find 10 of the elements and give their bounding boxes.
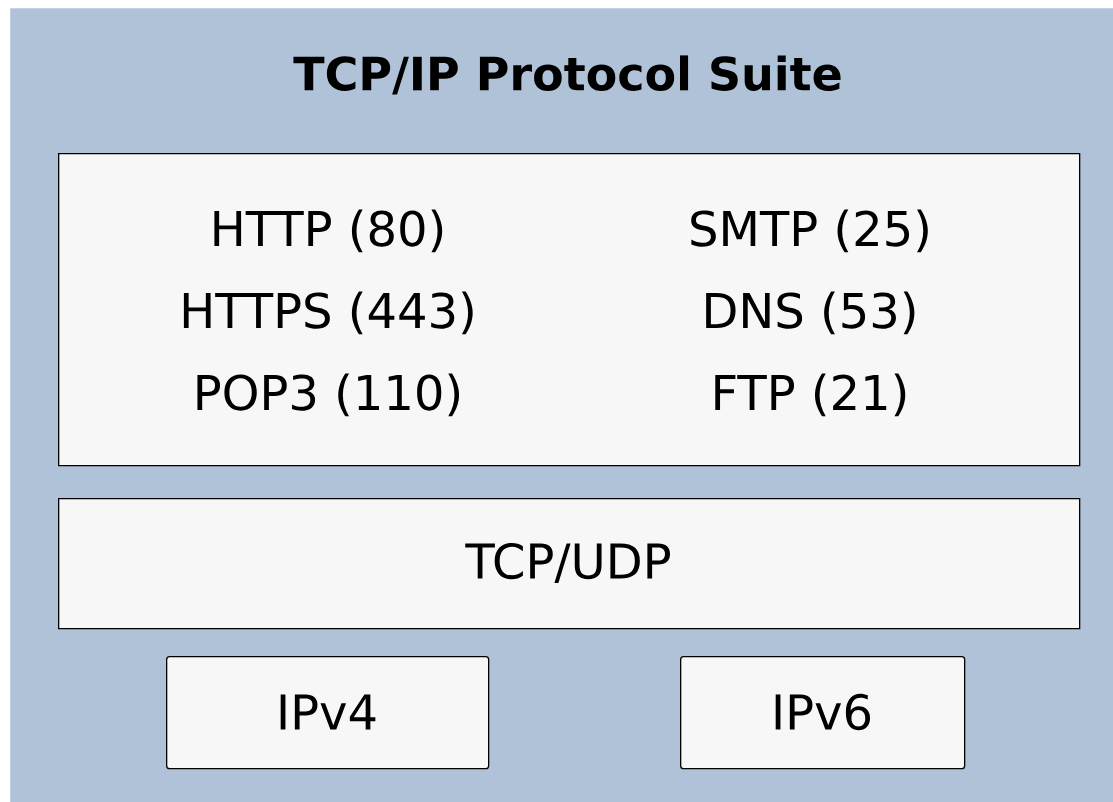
protocol-label: HTTPS (443) (183, 291, 473, 335)
protocol-label: POP3 (110) (197, 373, 460, 417)
protocol-label: HTTP (80) (214, 209, 443, 253)
protocol-label: FTP (21) (715, 373, 906, 417)
protocol-label: DNS (53) (706, 291, 915, 335)
layer-box: IPv6 (680, 656, 966, 770)
layer-box: IPv4 (166, 656, 490, 770)
title: TCP/IP Protocol Suite (293, 55, 841, 95)
protocol-label: SMTP (25) (691, 209, 928, 253)
layer-box: TCP/UDP (58, 498, 1081, 630)
